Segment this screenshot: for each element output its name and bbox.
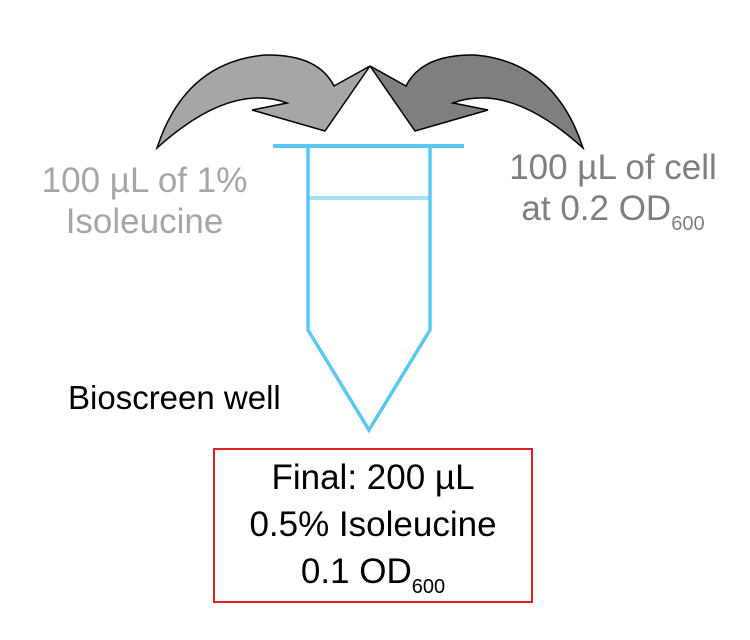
isoleucine-input-label: 100 µL of 1% Isoleucine bbox=[22, 160, 267, 242]
tube-icon bbox=[273, 144, 464, 434]
final-isoleucine: 0.5% Isoleucine bbox=[249, 505, 497, 544]
final-summary-box: Final: 200 µL 0.5% Isoleucine 0.1 OD600 bbox=[213, 448, 533, 603]
right-label-line2: at 0.2 OD600 bbox=[488, 188, 738, 234]
final-volume: Final: 200 µL bbox=[271, 458, 475, 497]
right-label-line1: 100 µL of cell bbox=[509, 148, 717, 187]
final-od-text: 0.1 OD bbox=[300, 552, 412, 591]
cell-input-label: 100 µL of cell at 0.2 OD600 bbox=[488, 147, 738, 234]
right-label-subscript: 600 bbox=[671, 213, 705, 235]
final-od: 0.1 OD600 bbox=[215, 548, 531, 598]
right-curved-arrow-icon bbox=[369, 54, 585, 151]
right-label-text: at 0.2 OD bbox=[521, 189, 672, 228]
well-label: Bioscreen well bbox=[68, 379, 281, 416]
final-od-subscript: 600 bbox=[411, 576, 446, 598]
left-curved-arrow-icon bbox=[155, 54, 371, 151]
left-label-line2: Isoleucine bbox=[65, 202, 224, 241]
left-label-line1: 100 µL of 1% bbox=[41, 161, 248, 200]
